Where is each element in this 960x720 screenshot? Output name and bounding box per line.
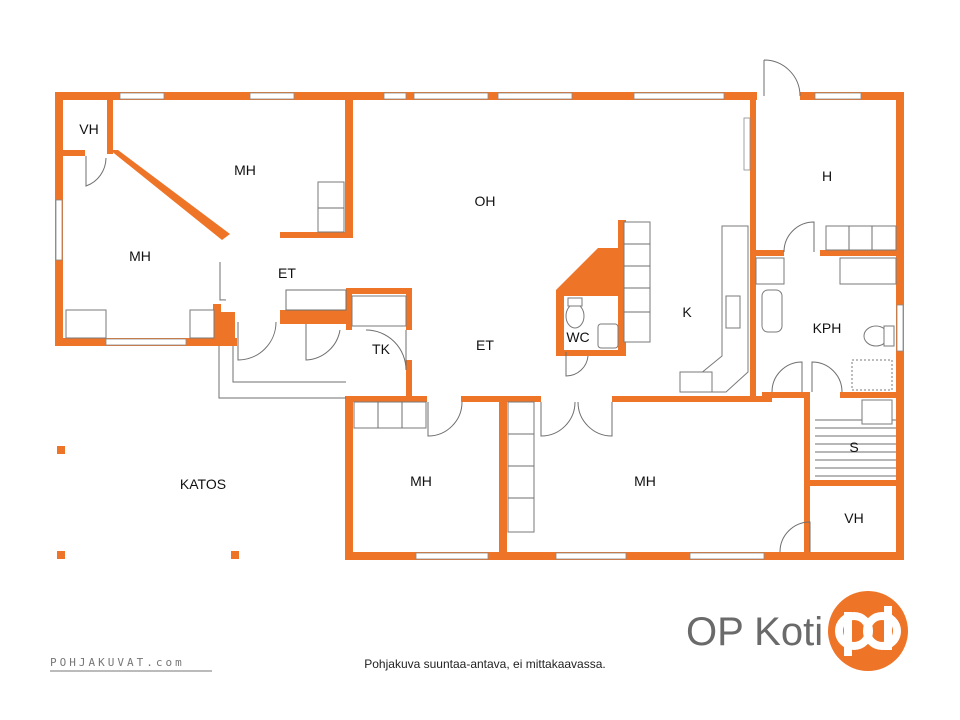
room-label-vh-top: VH [79, 121, 98, 137]
doors [85, 59, 843, 553]
room-label-mh-left: MH [129, 248, 151, 264]
thin-outlines [218, 289, 896, 477]
room-label-mh-bottom-right: MH [634, 473, 656, 489]
room-label-et-lower: ET [476, 337, 494, 353]
interior-walls [55, 92, 904, 560]
fixtures [65, 181, 897, 533]
brand-name: OP Koti [686, 610, 823, 654]
room-label-s: S [849, 439, 858, 455]
room-label-et-upper: ET [278, 265, 296, 281]
room-label-vh-bottom: VH [844, 510, 863, 526]
room-labels: VH MH MH OH ET ET TK WC K H KPH S VH MH … [79, 121, 863, 526]
op-logo-icon [828, 591, 908, 671]
room-label-mh-bottom-left: MH [410, 473, 432, 489]
disclaimer-caption: Pohjakuva suuntaa-antava, ei mittakaavas… [364, 657, 605, 671]
room-label-kph: KPH [813, 320, 842, 336]
room-label-mh-top: MH [234, 162, 256, 178]
room-label-k: K [682, 304, 692, 320]
room-label-wc: WC [566, 329, 589, 345]
room-label-tk: TK [372, 341, 391, 357]
windows [55, 92, 904, 560]
watermark-text: POHJAKUVAT.com [50, 656, 185, 669]
carport-posts [57, 446, 239, 559]
room-label-katos: KATOS [180, 476, 226, 492]
room-label-h: H [822, 168, 832, 184]
room-label-oh: OH [475, 193, 496, 209]
watermark-logo: POHJAKUVAT.com [50, 656, 212, 672]
